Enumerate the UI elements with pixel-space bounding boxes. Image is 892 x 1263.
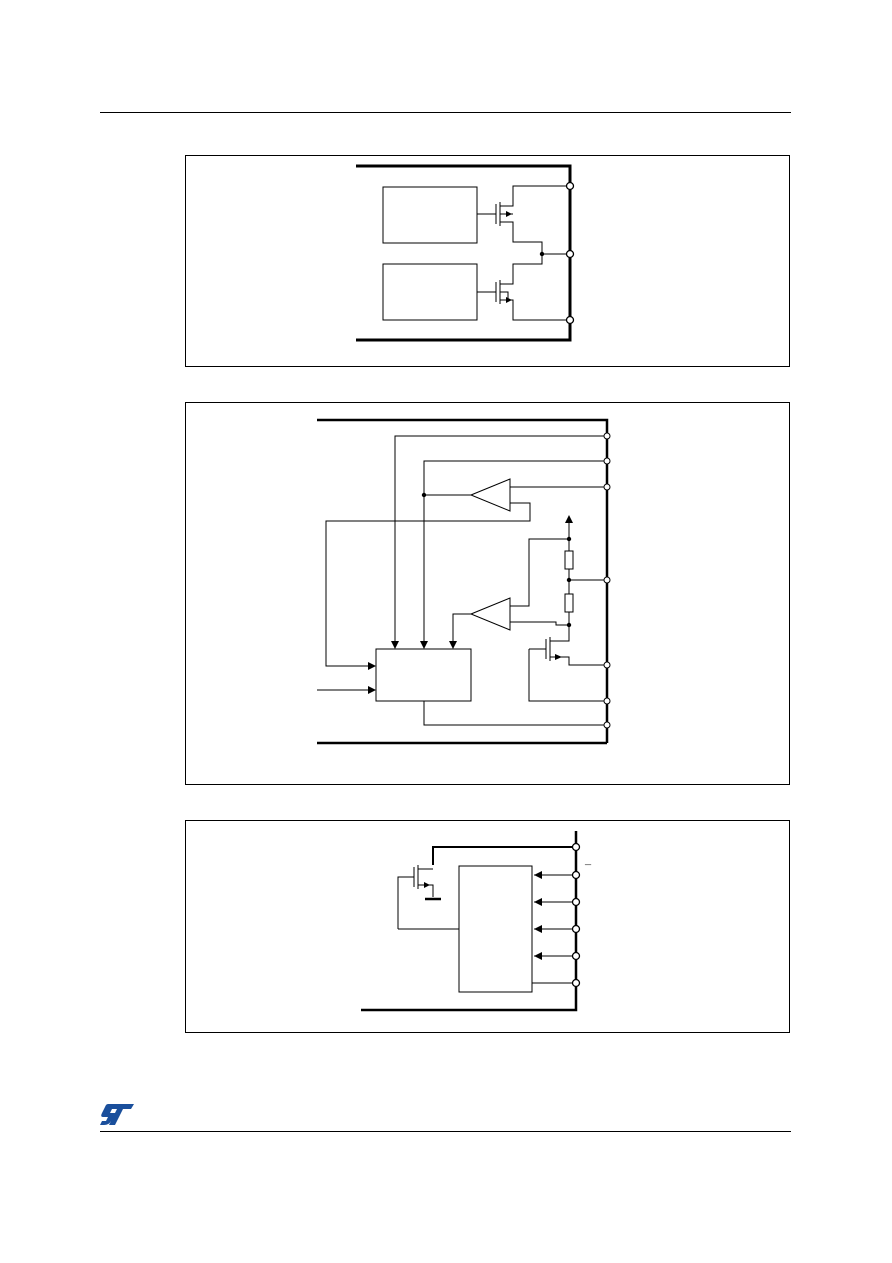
mosfet-upper — [477, 185, 570, 255]
terminal-6 — [571, 978, 581, 988]
block-lower — [382, 263, 478, 321]
st-logo-icon — [100, 1104, 134, 1125]
terminal-1 — [565, 181, 575, 191]
figure-2-frame — [185, 402, 790, 785]
top-rail — [317, 418, 609, 743]
block-upper — [382, 186, 478, 244]
figure-1-frame — [185, 155, 790, 367]
logic-block — [458, 865, 533, 993]
terminal-2 — [565, 249, 575, 259]
terminal-2 — [603, 457, 611, 465]
resistor-upper — [564, 550, 574, 570]
terminal-3 — [603, 483, 611, 491]
terminal-2 — [571, 870, 581, 880]
terminal-4 — [571, 924, 581, 934]
mosfet-upper-arrow — [506, 211, 512, 217]
line-t1 — [394, 435, 607, 643]
comparator-upper — [469, 478, 511, 512]
terminal-1 — [603, 432, 611, 440]
terminal-4 — [603, 576, 611, 584]
figure-1-schematic — [356, 164, 575, 342]
header-rule — [100, 112, 791, 113]
bottom-rail — [356, 320, 572, 342]
figure-3-schematic: ¯ — [361, 831, 592, 1012]
terminal-1 — [571, 842, 581, 852]
mosfet-output — [397, 865, 459, 930]
junction-mid — [539, 251, 545, 257]
mosfet-output — [528, 625, 607, 702]
footer-rule — [100, 1131, 791, 1132]
terminal-5 — [571, 951, 581, 961]
top-rail — [356, 164, 572, 186]
terminal-5 — [603, 661, 611, 669]
terminal-7 — [603, 721, 611, 729]
mosfet-lower — [477, 254, 570, 321]
comparator-lower — [469, 597, 511, 631]
overbar-mark: ¯ — [584, 864, 592, 876]
figure-2-schematic — [317, 418, 611, 745]
terminal-6 — [603, 697, 611, 705]
line-t2 — [423, 460, 607, 643]
figure-3-frame: ¯ — [185, 820, 790, 1033]
resistor-lower — [564, 593, 574, 613]
bottom-rail — [361, 983, 578, 1012]
mosfet-lower-arrow — [506, 297, 512, 303]
control-logic-block — [375, 648, 472, 702]
terminal-3 — [571, 897, 581, 907]
terminal-3 — [565, 315, 575, 325]
